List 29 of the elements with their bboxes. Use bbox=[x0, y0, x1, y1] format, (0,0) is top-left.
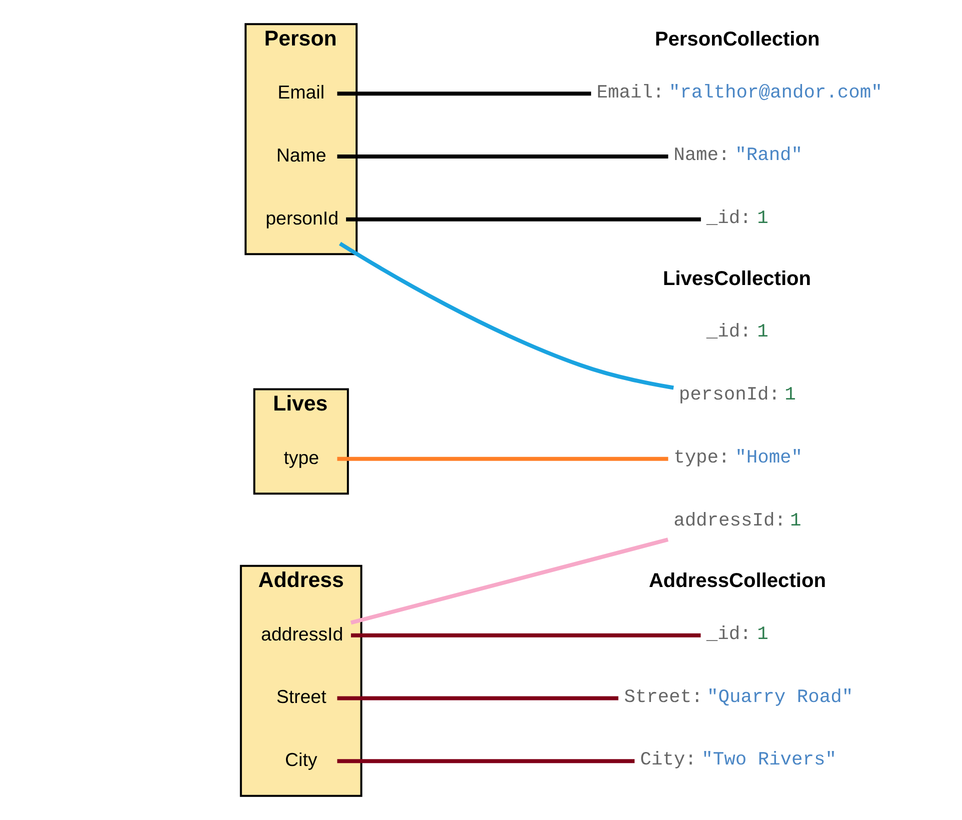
node-text: _id: 1 bbox=[706, 622, 768, 645]
connector bbox=[336, 759, 634, 764]
connector bbox=[350, 633, 700, 638]
connector bbox=[336, 154, 668, 159]
node-text: City: "Two Rivers" bbox=[640, 748, 836, 771]
connector bbox=[336, 696, 618, 700]
node-text: _id: 1 bbox=[706, 320, 768, 343]
node-text: Name bbox=[276, 144, 326, 166]
node-text: type bbox=[283, 446, 319, 468]
node-text: Name: "Rand" bbox=[673, 144, 802, 166]
node-text: personId bbox=[265, 207, 338, 228]
node-text: City bbox=[284, 749, 317, 770]
node-text: Street: "Quarry Road" bbox=[624, 686, 853, 708]
connector bbox=[336, 92, 591, 96]
node-text: Street bbox=[276, 686, 326, 708]
node-text: personId: 1 bbox=[678, 384, 796, 406]
label: AddressCollection bbox=[648, 570, 826, 592]
label: LivesCollection bbox=[662, 268, 811, 290]
connector bbox=[350, 538, 668, 625]
connector bbox=[346, 217, 700, 222]
connector bbox=[336, 456, 668, 461]
node-text: Email bbox=[277, 82, 324, 103]
label: PersonCollection bbox=[654, 28, 820, 51]
node-text: type: "Home" bbox=[673, 446, 802, 468]
node-text: addressId: 1 bbox=[673, 509, 801, 532]
node-text: _id: 1 bbox=[706, 207, 768, 230]
node-text: addressId bbox=[260, 623, 343, 644]
connector bbox=[338, 242, 674, 390]
node-text: Email: "ralthor@andor.com" bbox=[596, 81, 882, 104]
